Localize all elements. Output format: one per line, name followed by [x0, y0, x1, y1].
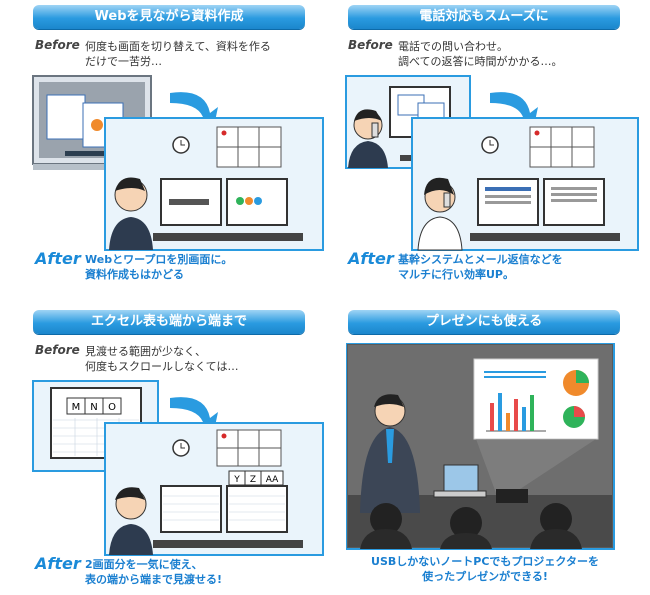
- pie-icon: [91, 119, 103, 131]
- col-label: AA: [266, 475, 279, 485]
- panel-title: プレゼンにも使える: [348, 310, 620, 334]
- laptop: [443, 464, 479, 492]
- taskbar: [65, 151, 115, 156]
- audience-head: [370, 503, 402, 535]
- presenter-body: [360, 427, 420, 513]
- keyboard: [153, 233, 303, 241]
- illustration-phone-support: [345, 75, 639, 251]
- person-body: [109, 524, 153, 555]
- after-text: Webとワープロを別画面に。 資料作成もはかどる: [85, 253, 233, 281]
- col-label: Z: [250, 475, 256, 485]
- keyboard: [153, 540, 303, 548]
- illustration-presentation: [346, 343, 615, 550]
- before-text: 見渡せる範囲が少なく、 何度もスクロールしなくては…: [85, 345, 239, 373]
- panel-presentation: プレゼンにも使える USBしかないノートPCでもプ: [340, 310, 640, 595]
- col-label: O: [108, 402, 116, 413]
- audience-head: [540, 503, 572, 535]
- window-doc: [46, 94, 86, 140]
- col-label: Y: [233, 475, 240, 485]
- presentation-caption: USBしかないノートPCでもプロジェクターを 使ったプレゼンができる!: [371, 555, 599, 583]
- panel-title: Webを見ながら資料作成: [33, 5, 305, 29]
- before-text: 何度も画面を切り替えて、資料を作る だけで一苦労…: [85, 40, 271, 68]
- phone-icon: [371, 122, 379, 138]
- keyboard: [470, 233, 620, 241]
- projector: [496, 489, 528, 503]
- after-text: 基幹システムとメール返信などを マルチに行い効率UP。: [398, 253, 563, 281]
- phone-icon: [443, 192, 451, 208]
- illustration-spreadsheet: M N O Y Z AA: [32, 380, 324, 556]
- before-text: 電話での問い合わせ。 調べての返答に時間がかかる…。: [398, 40, 563, 68]
- audience-head: [450, 507, 482, 539]
- col-label: N: [90, 402, 97, 413]
- after-monitor-right: [226, 485, 288, 533]
- after-label: After: [348, 249, 394, 268]
- after-label: After: [35, 249, 81, 268]
- after-label: After: [35, 554, 81, 573]
- before-label: Before: [348, 38, 393, 52]
- col-label: M: [72, 402, 81, 413]
- panel-title: エクセル表も端から端まで: [33, 310, 305, 334]
- panel-web-docs: Webを見ながら資料作成 Before 何度も画面を切り替えて、資料を作る だけ…: [25, 5, 325, 290]
- panel-title: 電話対応もスムーズに: [348, 5, 620, 29]
- person-body: [109, 217, 153, 250]
- before-label: Before: [35, 38, 80, 52]
- column-header-box: [66, 397, 122, 415]
- after-monitor-left: [160, 485, 222, 533]
- illustration-web-docs: [32, 75, 324, 251]
- after-text: 2画面分を一気に使え、 表の端から端まで見渡せる!: [85, 558, 223, 586]
- before-label: Before: [35, 343, 80, 357]
- panel-phone-support: 電話対応もスムーズに Before 電話での問い合わせ。 調べての返答に時間がか…: [340, 5, 640, 290]
- before-monitor-base: [33, 164, 151, 170]
- panel-spreadsheet: エクセル表も端から端まで Before 見渡せる範囲が少なく、 何度もスクロール…: [25, 310, 325, 595]
